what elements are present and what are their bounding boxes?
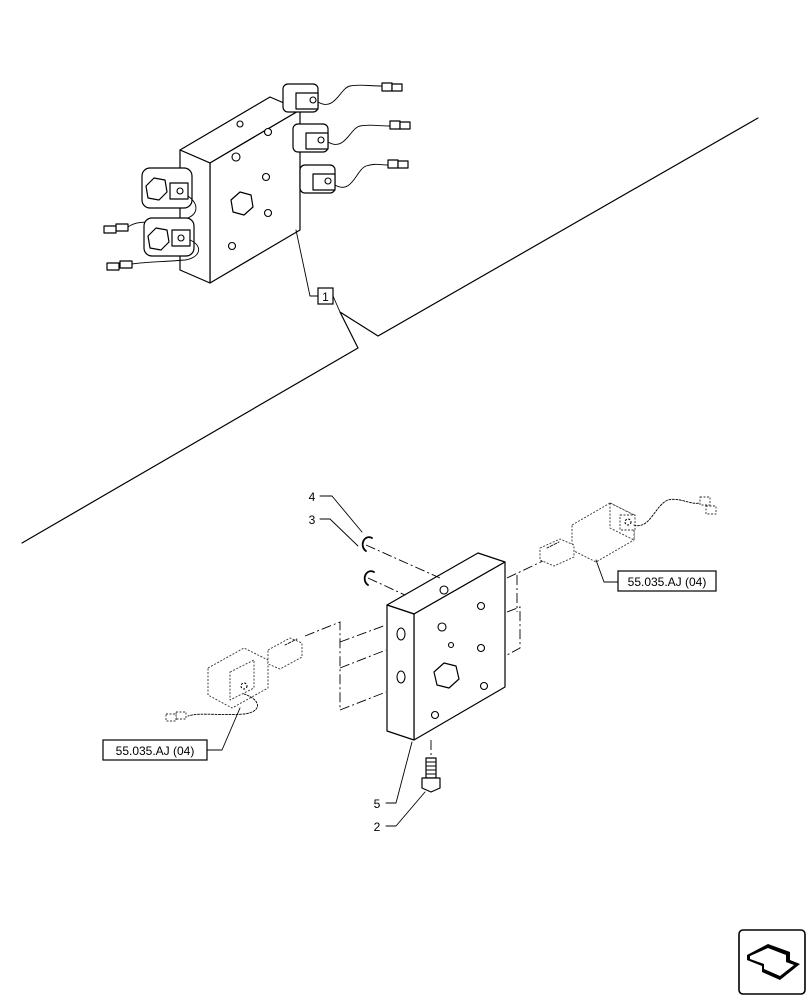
solenoid-left-2: [106, 217, 199, 271]
leader-5: [385, 741, 413, 804]
solenoid-right-1: [282, 82, 403, 113]
valve-assembly-top: [103, 82, 411, 297]
bolt-2: [421, 757, 441, 793]
leader-2: [385, 791, 426, 827]
callout-2-label[interactable]: 2: [374, 820, 381, 834]
callout-1-label: 1: [322, 290, 329, 304]
section-plate: [386, 552, 506, 741]
assembly-center-lines: [304, 544, 546, 760]
solenoid-right-2: [292, 120, 411, 153]
reference-right-label: 55.035.AJ (04): [628, 575, 707, 589]
solenoid-left-1: [103, 167, 197, 234]
callout-4-label[interactable]: 4: [309, 490, 316, 504]
solenoid-right-3: [299, 159, 409, 194]
reference-left-label: 55.035.AJ (04): [116, 744, 195, 758]
callout-3-label[interactable]: 3: [309, 513, 316, 527]
leader-3: [319, 518, 359, 547]
section-break-line: [21, 117, 759, 544]
leader-4: [319, 495, 363, 533]
solenoid-ghost-left: [165, 637, 303, 722]
o-ring-3: [363, 570, 375, 586]
o-ring-4: [361, 536, 373, 552]
reference-right[interactable]: 55.035.AJ (04): [617, 570, 717, 592]
callout-1[interactable]: 1: [317, 287, 334, 305]
next-page-arrow-icon[interactable]: [738, 929, 806, 995]
callout-5-label[interactable]: 5: [374, 797, 381, 811]
solenoid-ghost-right: [539, 496, 717, 567]
reference-left[interactable]: 55.035.AJ (04): [102, 739, 208, 761]
